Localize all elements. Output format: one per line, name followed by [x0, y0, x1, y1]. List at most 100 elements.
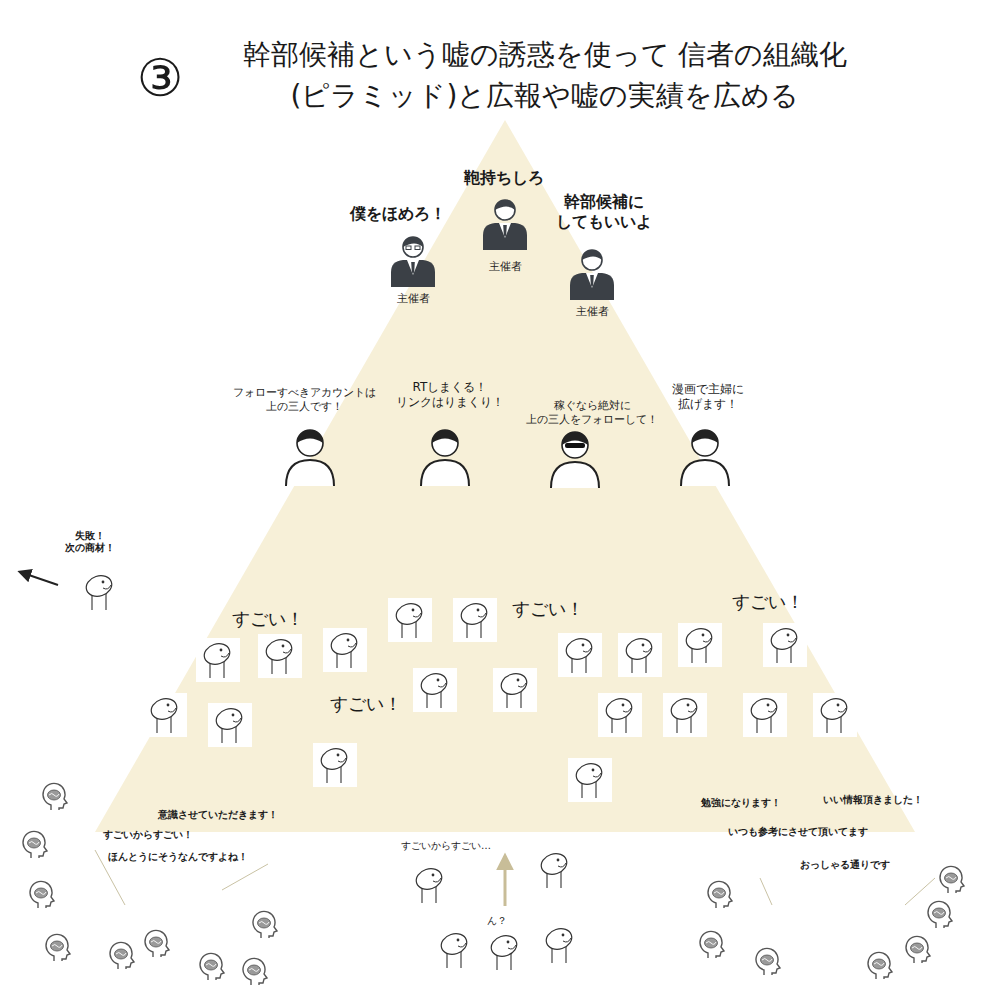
body-line [223, 662, 224, 678]
eye [642, 644, 645, 647]
smile [478, 613, 486, 617]
icon-tile [258, 634, 302, 678]
sunglasses [565, 443, 585, 448]
brain-fold [29, 842, 39, 845]
smile [558, 863, 566, 867]
head-outline [145, 930, 169, 957]
body-line [770, 717, 771, 733]
brain [150, 937, 163, 947]
icon-tile [598, 693, 642, 737]
head [214, 705, 245, 732]
body-line [466, 622, 467, 638]
smile [518, 683, 526, 687]
head [319, 745, 350, 772]
brain [705, 938, 718, 948]
eye [557, 859, 560, 862]
role-label: 主催者 [576, 305, 609, 319]
body-line [551, 947, 552, 963]
brain-fold [912, 947, 922, 950]
head [419, 670, 450, 697]
body-line [221, 727, 222, 743]
eye [337, 754, 340, 757]
hair [692, 430, 718, 443]
brain [911, 943, 924, 953]
hair [495, 200, 515, 210]
icon-tile [558, 633, 602, 677]
head-outline [700, 931, 724, 958]
head [819, 695, 850, 722]
speech-text: 幹部候補に してもいいよ [543, 192, 665, 232]
brain [48, 790, 61, 800]
head-outline [46, 934, 70, 961]
head-outline [928, 901, 952, 928]
body-line [676, 717, 677, 733]
head [544, 925, 575, 952]
body-line [611, 717, 612, 733]
believer-icon [678, 623, 722, 667]
leader-line [222, 864, 268, 890]
title: 幹部候補という嘘の誘惑を使って 信者の組織化(ピラミッド)と広報や嘘の実績を広め… [195, 35, 895, 116]
smile [348, 643, 356, 647]
smile [433, 878, 441, 882]
believer-icon [413, 668, 457, 712]
head [264, 636, 295, 663]
head [749, 695, 780, 722]
speech-text: フォローすべきアカウントは 上の三人です！ [222, 386, 387, 414]
suit [570, 273, 614, 300]
icon-tile [313, 743, 357, 787]
icon-tile [143, 693, 187, 737]
smile [593, 773, 601, 777]
body-line [520, 692, 521, 708]
body-line [235, 727, 236, 743]
smile [413, 613, 421, 617]
head [432, 430, 458, 456]
body-line [170, 717, 171, 733]
brain-head-icon [756, 948, 780, 975]
smile [103, 585, 111, 589]
head-outline [43, 783, 67, 810]
brain [258, 918, 271, 928]
believer-icon [743, 693, 787, 737]
body-line [271, 658, 272, 674]
head [202, 640, 233, 667]
eye [282, 645, 285, 648]
brain-fold [762, 959, 772, 962]
speech-text: 意識させていただきます！ [158, 809, 278, 821]
head-outline [253, 911, 277, 938]
brain [115, 949, 128, 959]
believer-icon [453, 598, 497, 642]
brain [761, 955, 774, 965]
glasses [406, 246, 411, 250]
head [489, 932, 520, 959]
brain-head-icon [868, 952, 892, 979]
icon-tile [323, 628, 367, 672]
head [582, 250, 602, 270]
rise-arrow [504, 856, 507, 906]
head-outline [906, 936, 930, 963]
body-line [581, 782, 582, 798]
believer-icon [813, 693, 857, 737]
brain-fold [259, 922, 269, 925]
eye [437, 679, 440, 682]
icon-tile [678, 623, 722, 667]
believer-icon [539, 850, 570, 888]
glasses [415, 246, 420, 250]
body-line [571, 657, 572, 673]
icon-tile [618, 633, 662, 677]
brain-fold [36, 892, 46, 895]
body-line [595, 782, 596, 798]
eye [562, 934, 565, 937]
brain-fold [714, 892, 724, 895]
leader-line [905, 878, 935, 905]
body-line [209, 662, 210, 678]
brain-head-icon [708, 881, 732, 908]
body-line [415, 622, 416, 638]
head [84, 572, 115, 599]
brain-fold [946, 877, 956, 880]
brain-head-icon [200, 953, 224, 980]
body-line [105, 594, 106, 610]
eye [592, 769, 595, 772]
head [329, 630, 360, 657]
smile [233, 718, 241, 722]
brain-head-icon [145, 930, 169, 957]
